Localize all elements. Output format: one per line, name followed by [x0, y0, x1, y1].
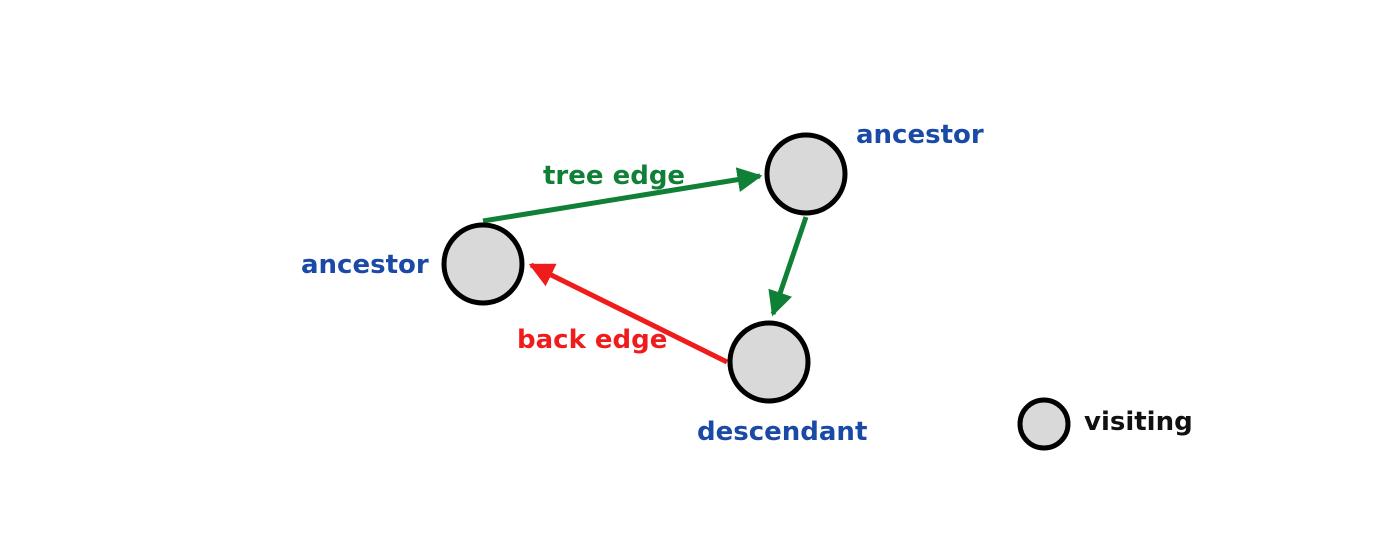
node-bottom-label: descendant: [697, 417, 867, 447]
back-edge-arrow: [528, 262, 729, 365]
tree-edge-arrow: [482, 167, 763, 224]
node-bottom: [727, 320, 811, 404]
node-left: [441, 222, 525, 306]
legend-visiting-swatch: [1017, 397, 1071, 451]
tree-edge-label: tree edge: [543, 161, 685, 191]
legend-visiting-label: visiting: [1084, 407, 1193, 437]
node-left-label: ancestor: [301, 250, 429, 280]
node-top-label: ancestor: [856, 120, 984, 150]
node-top: [764, 132, 848, 216]
tree-edge-arrow-down: [768, 216, 809, 317]
back-edge-label: back edge: [517, 325, 667, 355]
